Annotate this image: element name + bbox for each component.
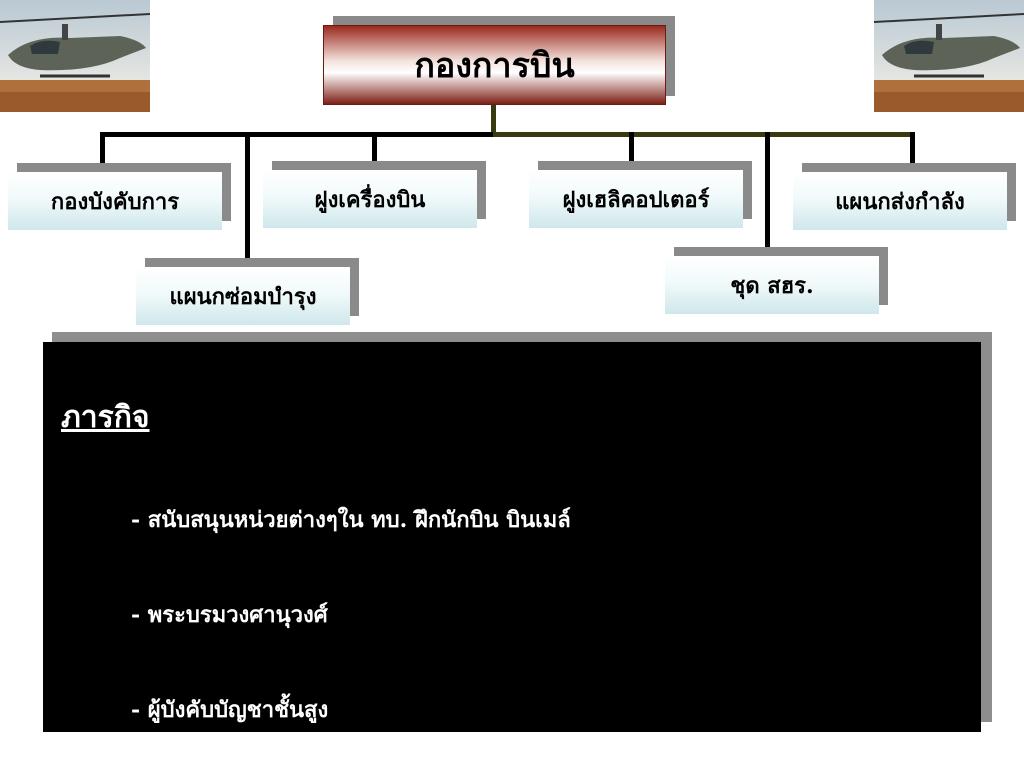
mission-title: ภารกิจ: [61, 400, 150, 435]
unit-box-hq: กองบังคับการ: [8, 172, 222, 230]
unit-box-aircraft-squadron: ฝูงเครื่องบิน: [263, 170, 477, 228]
unit-label-hq: กองบังคับการ: [50, 188, 180, 215]
connector-drop-shr: [765, 132, 770, 252]
unit-label-supply: แผนกส่งกำลัง: [835, 188, 965, 215]
unit-box-supply: แผนกส่งกำลัง: [793, 172, 1007, 230]
mission-item: - ผู้บังคับบัญชาชั้นสูง: [131, 697, 329, 723]
connector-drop-maint: [245, 132, 250, 268]
unit-box-shr-team: ชุด สฮร.: [665, 256, 879, 314]
unit-label-helicopter-squadron: ฝูงเฮลิคอปเตอร์: [562, 186, 710, 213]
unit-label-aircraft-squadron: ฝูงเครื่องบิน: [314, 186, 426, 213]
connector-bus-right: [493, 132, 915, 137]
unit-label-shr-team: ชุด สฮร.: [730, 272, 814, 299]
org-root-label: กองการบิน: [414, 46, 575, 86]
unit-label-maintenance: แผนกซ่อมบำรุง: [169, 283, 317, 310]
org-root-box: กองการบิน: [323, 25, 666, 105]
unit-box-maintenance: แผนกซ่อมบำรุง: [136, 267, 350, 325]
connector-drop-aircraft: [372, 132, 377, 164]
mission-item: - พระบรมวงศานุวงศ์: [131, 602, 328, 628]
connector-bus-left: [100, 132, 495, 137]
mission-panel: ภารกิจ - สนับสนุนหน่วยต่างๆใน ทบ. ฝึกนัก…: [43, 342, 981, 732]
unit-box-helicopter-squadron: ฝูงเฮลิคอปเตอร์: [529, 170, 743, 228]
connector-drop-heli: [629, 132, 634, 170]
connector-drop-supply: [910, 132, 915, 166]
connector-root-drop: [491, 104, 496, 134]
helicopter-photo-left: [0, 0, 150, 112]
connector-drop-hq: [100, 132, 105, 166]
mission-item: - สนับสนุนหน่วยต่างๆใน ทบ. ฝึกนักบิน บิน…: [131, 507, 571, 533]
helicopter-photo-right: [874, 0, 1024, 112]
